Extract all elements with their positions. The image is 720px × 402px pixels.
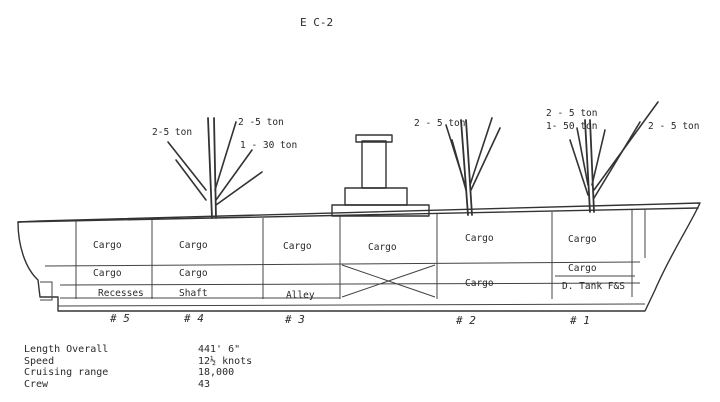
hold5-recesses: Recesses [98, 288, 144, 299]
hold4-shaft: Shaft [179, 288, 208, 299]
hold-number-2: # 2 [455, 314, 476, 327]
main-deck-line [17, 207, 699, 223]
specifications-table: Length Overall 441' 6" Speed 12½ knots C… [24, 344, 252, 390]
spec-value: 43 [198, 378, 211, 390]
mid-boom-3 [470, 127, 501, 191]
hold1-upper-cargo: Cargo [568, 234, 597, 245]
hold2-upper-cargo: Cargo [465, 233, 494, 244]
engine-room-cross-b [341, 264, 436, 298]
fore-boom-1 [576, 127, 589, 186]
hold-number-1: # 1 [569, 314, 590, 327]
hull-outline [17, 202, 701, 312]
spec-label: Speed [24, 355, 55, 367]
fore-mast-2 [589, 119, 595, 213]
aft-boom-left-label: 2-5 ton [152, 127, 192, 138]
fore-mast [584, 119, 591, 213]
hold-number-4: # 4 [183, 312, 204, 325]
fore-boom-2 [569, 139, 589, 196]
spec-value: 441' 6" [198, 344, 241, 355]
funnel-top [355, 134, 393, 143]
hold2-lower-cargo: Cargo [465, 278, 494, 289]
hold-number-3: # 3 [284, 313, 305, 326]
aft-boom-1 [167, 141, 207, 191]
hold5-lower-cargo: Cargo [93, 268, 122, 279]
aft-boom-2 [175, 159, 207, 201]
aft-boom-3 [214, 121, 237, 191]
hold4-upper-cargo: Cargo [179, 240, 208, 251]
spec-value: 12½ knots [198, 355, 253, 367]
aft-mast-2 [213, 117, 217, 219]
mid-mast [460, 119, 469, 216]
tween-deck-line [44, 261, 641, 267]
aft-boom-4 [215, 149, 253, 201]
spec-row-speed: Speed 12½ knots [24, 356, 252, 368]
mid-boom-4 [451, 139, 467, 191]
aft-boom-right-top-label: 2 -5 ton [238, 117, 284, 128]
keel-line [57, 303, 646, 307]
hold5-upper-cargo: Cargo [93, 240, 122, 251]
fore-boom-3 [591, 129, 606, 186]
hold3-upper-cargo: Cargo [283, 241, 312, 252]
spec-label: Crew [24, 378, 49, 390]
tank-top-line [59, 282, 641, 286]
aft-mast [207, 117, 213, 219]
spec-row-range: Cruising range 18,000 [24, 367, 252, 379]
hold4-lower-cargo: Cargo [179, 268, 208, 279]
fore-boom-top-label: 2 - 5 ton [546, 108, 597, 119]
mid-boom-label: 2 - 5 ton [414, 118, 465, 129]
hold3-alley: Alley [286, 290, 315, 301]
fore-boom-right-label: 2 - 5 ton [648, 121, 699, 132]
spec-label: Cruising range [24, 367, 109, 378]
spec-value: 18,000 [198, 367, 235, 378]
aft-boom-5 [215, 171, 263, 206]
fore-boom-middle-label: 1- 50 ton [546, 121, 597, 132]
mid-boom-2 [469, 117, 493, 186]
mid-mast-2 [465, 119, 473, 216]
aft-boom-right-bottom-label: 1 - 30 ton [240, 140, 297, 151]
engine-cargo: Cargo [368, 242, 397, 253]
diagram-title: E C-2 [300, 16, 333, 29]
spec-row-length: Length Overall 441' 6" [24, 344, 252, 356]
hold1-deep-tank: D. Tank F&S [562, 281, 625, 292]
spec-label: Length Overall [24, 344, 109, 355]
rudder-detail [40, 281, 53, 301]
spec-row-crew: Crew 43 [24, 379, 252, 391]
funnel [361, 140, 387, 189]
hold1-lower-cargo: Cargo [568, 263, 597, 274]
fore-boom-5 [593, 121, 641, 199]
superstructure-upper [344, 187, 408, 206]
hold-number-5: # 5 [109, 312, 130, 325]
